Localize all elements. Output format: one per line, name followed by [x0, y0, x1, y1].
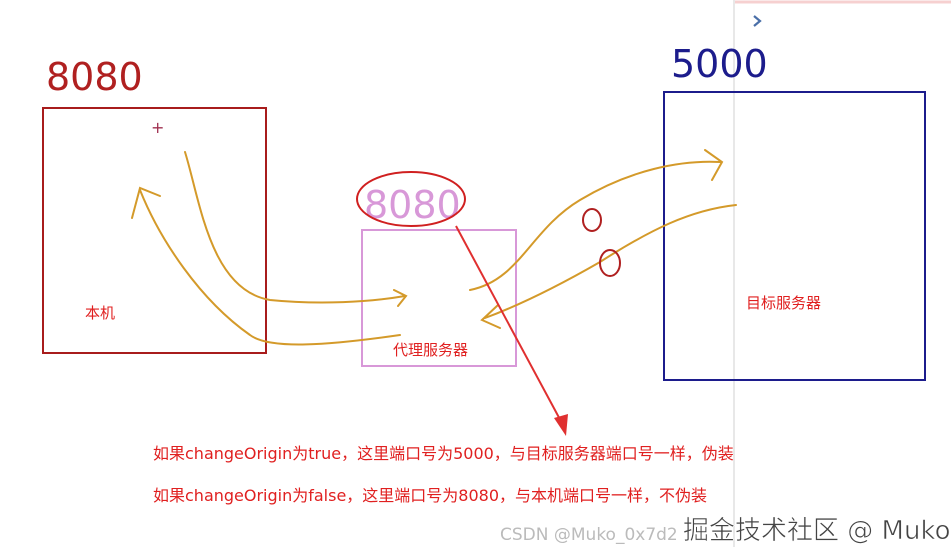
pointer-arrowhead: [554, 414, 568, 436]
watermark-juejin: 掘金技术社区 @ Muko: [683, 516, 950, 546]
request-arrow-local-to-proxy: [184, 151, 408, 307]
response-arrow-proxy-to-local: [131, 186, 401, 346]
note-false: 如果changeOrigin为false，这里端口号为8080，与本机端口号一样…: [153, 486, 707, 505]
local-box: [42, 107, 267, 354]
mark-circle-1: [582, 208, 602, 232]
target-box: [663, 91, 926, 381]
chevron-right-icon[interactable]: [753, 15, 762, 27]
note-true: 如果changeOrigin为true，这里端口号为5000，与目标服务器端口号…: [153, 444, 734, 463]
pointer-arrow: [455, 225, 564, 426]
crosshair-icon: +: [151, 118, 164, 137]
request-arrow-proxy-to-target: [469, 149, 724, 291]
watermark-csdn: CSDN @Muko_0x7d2: [500, 525, 678, 545]
local-port: 8080: [46, 55, 143, 99]
mark-circle-2: [599, 249, 621, 277]
proxy-label: 代理服务器: [393, 341, 468, 359]
proxy-box: [361, 229, 517, 367]
target-port: 5000: [671, 42, 768, 86]
port-highlight-circle: [356, 171, 466, 227]
response-arrow-target-to-proxy: [480, 204, 737, 329]
target-label: 目标服务器: [746, 294, 821, 312]
local-label: 本机: [85, 304, 115, 322]
